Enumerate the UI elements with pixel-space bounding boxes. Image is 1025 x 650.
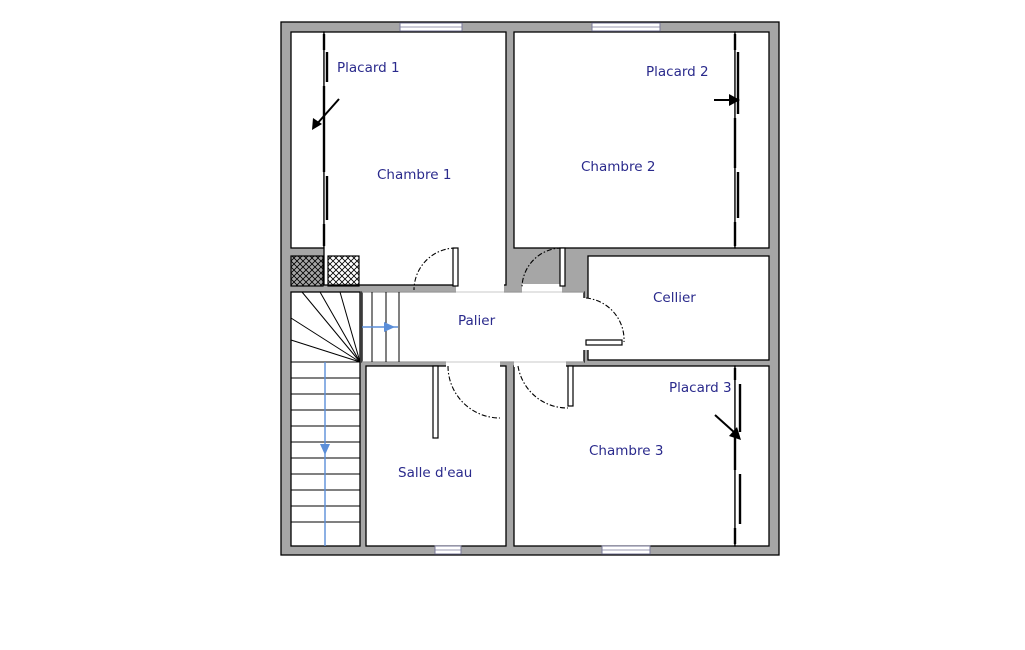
- door-swing-chambre-1: [413, 247, 457, 291]
- label-placard-1: Placard 1: [337, 60, 400, 76]
- chambre-2-floor: [513, 31, 736, 249]
- duct-left: [290, 255, 324, 287]
- label-placard-2: Placard 2: [646, 64, 709, 80]
- closet-doors-placard-2: [733, 34, 740, 246]
- closet-doors-placard-3: [733, 368, 742, 544]
- stair-arrow-down: [320, 362, 330, 546]
- label-placard-3: Placard 3: [669, 380, 732, 396]
- label-palier: Palier: [458, 313, 496, 329]
- label-salle-eau: Salle d'eau: [398, 465, 472, 481]
- label-cellier: Cellier: [653, 290, 696, 306]
- chambre-1-floor: [323, 31, 507, 286]
- arrow-placard-1: [312, 98, 340, 130]
- closet-doors-placard-1: [322, 34, 329, 246]
- door-leaf-chambre-1: [452, 247, 459, 287]
- placard-1-floor: [290, 31, 325, 249]
- door-swing-chambre-2: [521, 247, 563, 289]
- door-swing-chambre-3: [517, 365, 569, 409]
- duct-right: [327, 255, 360, 287]
- label-chambre-1: Chambre 1: [377, 167, 451, 183]
- arrow-placard-3: [714, 414, 741, 440]
- label-chambre-3: Chambre 3: [589, 443, 663, 459]
- label-chambre-2: Chambre 2: [581, 159, 655, 175]
- stair-arrow-left: [362, 322, 398, 332]
- placard-2-floor: [734, 31, 770, 249]
- door-leaf-chambre-3: [567, 365, 574, 407]
- door-leaf-cellier: [585, 339, 623, 346]
- chambre-3-floor: [513, 365, 736, 547]
- door-leaf-salle-eau: [432, 365, 439, 439]
- door-swing-cellier: [585, 297, 625, 343]
- door-leaf-chambre-2: [559, 247, 566, 287]
- arrow-placard-2: [714, 94, 740, 106]
